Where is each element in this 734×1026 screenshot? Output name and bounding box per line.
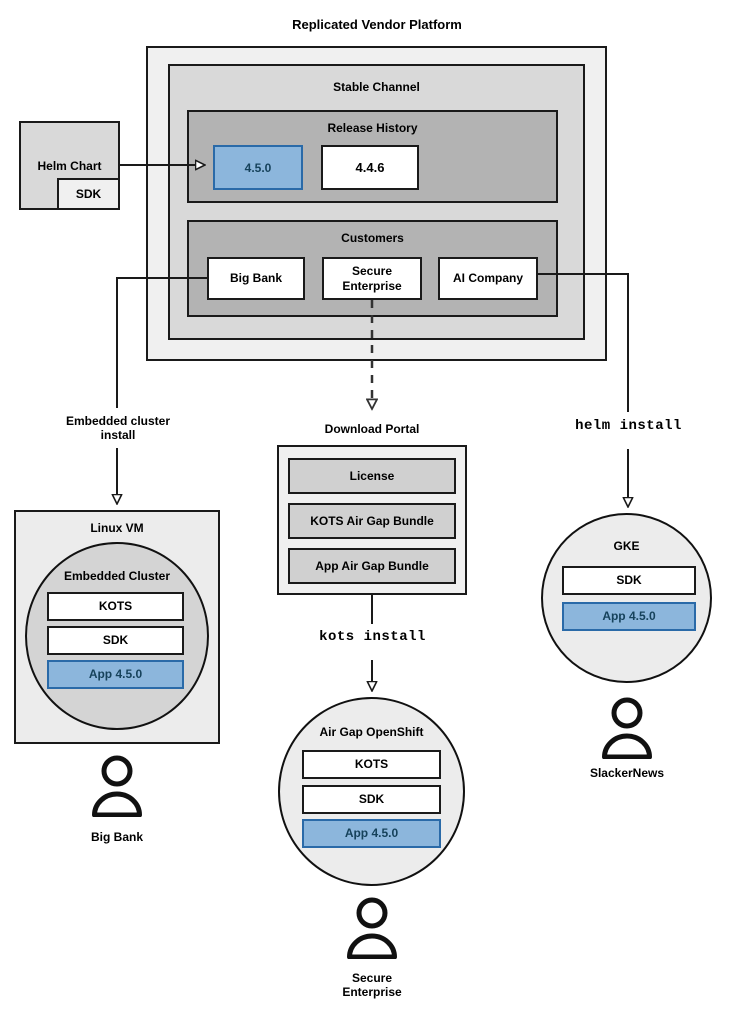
openshift-component-sdk[interactable]: SDK xyxy=(302,785,441,814)
release-4-4-6[interactable]: 4.4.6 xyxy=(321,145,419,190)
flow-label-kots-install: kots install xyxy=(319,629,426,645)
customer-secure-enterprise[interactable]: Secure Enterprise xyxy=(322,257,422,300)
release-history-title: Release History xyxy=(327,121,418,135)
openshift-customer-label: Secure Enterprise xyxy=(342,971,402,1000)
openshift-component-kots[interactable]: KOTS xyxy=(302,750,441,779)
page-title: Replicated Vendor Platform xyxy=(292,17,462,32)
download-portal-title: Download Portal xyxy=(324,422,420,436)
customer-ai-company[interactable]: AI Company xyxy=(438,257,538,300)
linux-vm-title: Linux VM xyxy=(90,521,144,535)
avatar-slackernews xyxy=(598,697,656,764)
linux-vm-component-sdk[interactable]: SDK xyxy=(47,626,184,655)
helm-chart-label: Helm Chart xyxy=(37,159,102,173)
release-4-5-0[interactable]: 4.5.0 xyxy=(213,145,303,190)
openshift-component-app[interactable]: App 4.5.0 xyxy=(302,819,441,848)
embedded-cluster-title: Embedded Cluster xyxy=(63,569,171,583)
customers-title: Customers xyxy=(341,231,404,245)
linux-vm-customer-label: Big Bank xyxy=(90,830,143,844)
person-icon xyxy=(92,755,142,818)
air-gap-openshift-title: Air Gap OpenShift xyxy=(319,725,424,739)
person-icon xyxy=(347,897,397,960)
customer-big-bank[interactable]: Big Bank xyxy=(207,257,305,300)
gke-circle xyxy=(541,513,712,683)
linux-vm-component-app[interactable]: App 4.5.0 xyxy=(47,660,184,689)
avatar-secure-enterprise xyxy=(343,897,401,964)
gke-component-sdk[interactable]: SDK xyxy=(562,566,696,595)
flow-label-embedded-cluster-install: Embedded cluster install xyxy=(65,414,171,443)
avatar-big-bank xyxy=(88,755,146,822)
gke-component-app[interactable]: App 4.5.0 xyxy=(562,602,696,631)
gke-title: GKE xyxy=(613,539,640,553)
gke-customer-label: SlackerNews xyxy=(589,766,665,780)
portal-item-app-air-gap-bundle[interactable]: App Air Gap Bundle xyxy=(288,548,456,584)
portal-item-license[interactable]: License xyxy=(288,458,456,494)
linux-vm-component-kots[interactable]: KOTS xyxy=(47,592,184,621)
stable-channel-title: Stable Channel xyxy=(333,80,420,94)
helm-chart-sdk-box[interactable]: SDK xyxy=(57,178,120,210)
flow-label-helm-install: helm install xyxy=(575,418,682,434)
portal-item-kots-air-gap-bundle[interactable]: KOTS Air Gap Bundle xyxy=(288,503,456,539)
person-icon xyxy=(602,697,652,760)
